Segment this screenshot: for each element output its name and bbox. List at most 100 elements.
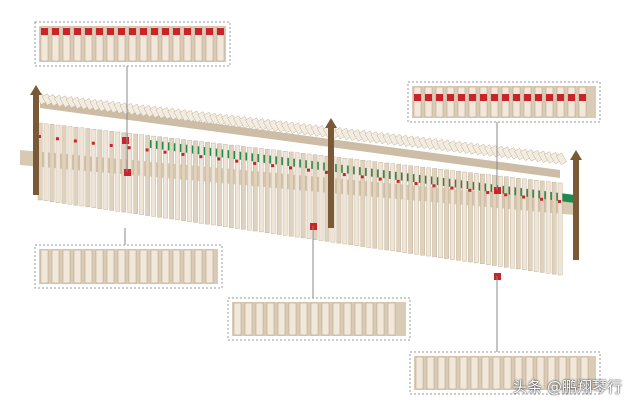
red-felt [450,186,454,190]
part [558,356,567,390]
part [415,356,424,390]
part [117,26,126,62]
hammer-rail [40,100,560,178]
whippen [527,179,533,271]
whippen [73,126,79,206]
whippen [264,149,270,233]
part [490,86,499,118]
part [365,302,374,336]
part [332,302,341,336]
whippen [157,136,162,218]
part [106,249,115,284]
part [255,302,264,336]
red-felt [145,148,149,152]
whippen [444,169,449,259]
felt [41,28,48,35]
part [62,249,71,284]
whippen [438,169,443,258]
part [514,356,523,390]
felt [140,28,147,35]
part [51,249,60,284]
whippen [133,133,139,214]
whippen [235,145,240,229]
whippen [414,166,419,255]
red-felt [91,141,95,145]
red-felt [163,150,167,154]
whippen [67,126,73,205]
part [277,302,286,336]
whippen [241,146,246,230]
whippen [300,153,306,239]
red-felt [432,184,436,188]
whippen [396,164,402,252]
red-felt [253,161,257,165]
whippen [217,143,222,227]
whippen [480,173,485,264]
felt [129,28,136,35]
red-felt [558,200,561,203]
red-felt [414,182,418,186]
whippen [372,161,378,249]
part [216,26,225,62]
felt [557,94,564,101]
felt [173,28,180,35]
part [413,86,422,118]
watermark: 头条 @鹏翔琴行 [512,378,622,396]
part [459,356,468,390]
felt [458,94,465,101]
whippen [515,177,521,270]
part [233,302,242,336]
part [525,356,534,390]
callout-dampers [34,244,223,289]
whippen [270,149,276,234]
part [534,86,543,118]
part [183,249,192,284]
whippen [348,158,354,246]
red-felt [342,173,346,177]
whippen [342,157,348,245]
red-felt [396,179,400,183]
whippen [354,159,360,246]
whippen [318,155,324,241]
red-felt [235,159,239,163]
whippen [199,141,204,224]
whippen [539,180,545,273]
part [536,356,545,390]
felt [118,28,125,35]
whippen [474,173,479,264]
hammer-head [555,152,567,165]
callout-whippens-center [227,297,411,341]
whippen [115,131,121,212]
red-felt [199,155,203,159]
felt [568,94,575,101]
part [128,26,137,62]
part [523,86,532,118]
part [457,86,466,118]
whippen [151,135,156,217]
part [567,86,576,118]
callouts [34,21,601,395]
whippen [426,167,431,257]
felt [579,94,586,101]
whippen [79,127,85,207]
whippen [288,151,294,237]
felt [414,94,421,101]
whippen [193,140,198,223]
callout-marker [122,137,129,144]
part [62,26,71,62]
part [73,26,82,62]
part [569,356,578,390]
part [40,249,49,284]
whippen [276,150,282,235]
red-felt [504,193,508,197]
part [150,249,159,284]
felt [469,94,476,101]
part [426,356,435,390]
red-felt [468,188,472,192]
whippen [462,171,467,262]
part [51,26,60,62]
red-felt [540,197,544,201]
red-felt [306,168,310,172]
felt [63,28,70,35]
